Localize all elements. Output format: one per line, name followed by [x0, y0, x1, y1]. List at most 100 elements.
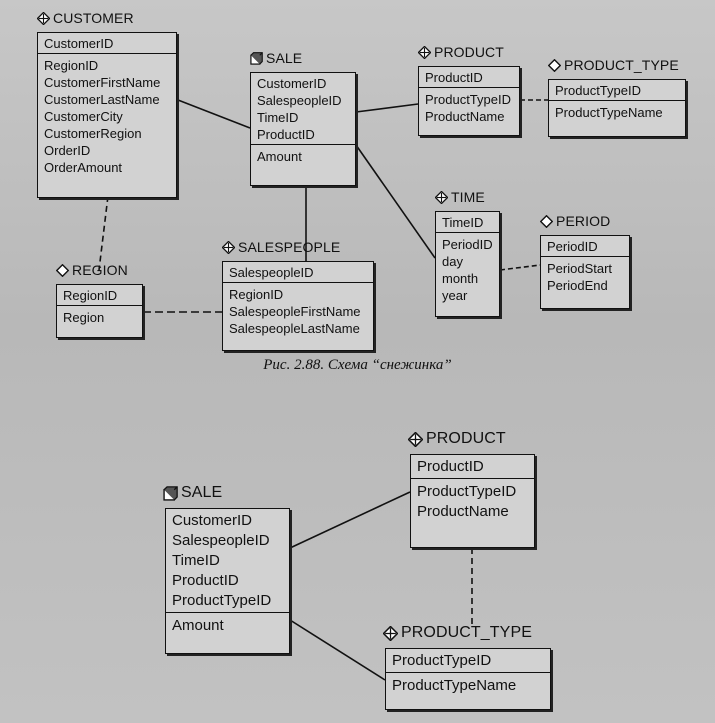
primary-key-section: ProductTypeID [549, 80, 685, 101]
key-attribute: TimeID [172, 552, 220, 569]
key-attribute: CustomerID [257, 76, 327, 91]
entity-product[interactable]: PRODUCT ProductID ProductTypeID ProductName [417, 44, 520, 136]
key-attribute: SalespeopleID [229, 265, 314, 280]
attribute: CustomerRegion [44, 126, 142, 141]
attribute-section: Amount [251, 145, 355, 169]
primary-key-section: ProductID [419, 67, 519, 88]
diamond-icon [36, 11, 51, 25]
entity-name: PRODUCT_TYPE [564, 57, 679, 73]
key-attribute: PeriodID [547, 239, 598, 254]
attribute-section: ProductTypeName [549, 101, 685, 125]
circle-icon [55, 263, 70, 277]
rel-time-period [499, 264, 541, 271]
rel-customer-sale [177, 99, 251, 129]
entity-box: RegionID Region [56, 284, 143, 338]
attribute: ProductTypeID [425, 92, 511, 107]
attribute: OrderAmount [44, 160, 123, 175]
entity-name: SALE [266, 50, 303, 66]
entity-title: PRODUCT_TYPE [382, 624, 532, 642]
entity-product-type[interactable]: PRODUCT_TYPE ProductTypeID ProductTypeName [547, 57, 686, 137]
entity-name: PERIOD [556, 213, 611, 229]
attribute: ProductName [425, 109, 505, 124]
entity-title: SALESPEOPLE [221, 239, 340, 255]
attribute: PeriodID [442, 237, 493, 252]
key-attribute: ProductID [257, 127, 315, 142]
attribute: SalespeopleFirstName [229, 304, 361, 319]
primary-key-section: PeriodID [541, 236, 629, 257]
attribute: Region [63, 310, 105, 325]
attribute: SalespeopleLastName [229, 321, 360, 336]
figure-caption: Рис. 2.88. Схема “снежинка” [263, 357, 452, 373]
attribute: ProductTypeName [392, 677, 517, 694]
diamond-icon [417, 45, 432, 59]
primary-key-section: TimeID [436, 212, 499, 233]
primary-key-section: SalespeopleID [223, 262, 373, 283]
entity-name: PRODUCT_TYPE [401, 624, 532, 641]
entity-region[interactable]: REGION RegionID Region [55, 262, 143, 338]
key-attribute: TimeID [442, 215, 484, 230]
entity-time[interactable]: TIME TimeID PeriodID day month year [434, 189, 500, 317]
primary-key-section: ProductID [411, 455, 534, 479]
attribute: OrderID [44, 143, 91, 158]
primary-key-section: CustomerID [38, 33, 176, 54]
attribute: Amount [257, 149, 302, 164]
key-attribute: CustomerID [44, 36, 114, 51]
rel-customer-region [98, 195, 109, 271]
diamond-icon [382, 624, 399, 642]
key-attribute: ProductTypeID [172, 592, 272, 609]
attribute: CustomerLastName [44, 92, 160, 107]
entity-box: ProductID ProductTypeID ProductName [418, 66, 520, 136]
cube-icon [163, 485, 178, 501]
entity-title: PERIOD [539, 213, 611, 229]
entity-title: SALE [250, 50, 302, 66]
attribute: year [442, 288, 468, 303]
entity-name: TIME [451, 189, 485, 205]
attribute: PeriodEnd [547, 278, 608, 293]
rel-sale-time [355, 144, 436, 259]
entity-title: SALE [163, 484, 222, 502]
entity-box: TimeID PeriodID day month year [435, 211, 500, 317]
key-attribute: ProductID [425, 70, 483, 85]
diamond-icon [407, 430, 424, 448]
attribute: ProductTypeName [555, 105, 663, 120]
diamond-icon [221, 240, 236, 254]
entity-name: CUSTOMER [53, 10, 134, 26]
key-attribute: TimeID [257, 110, 299, 125]
attribute-section: ProductTypeID ProductName [419, 88, 519, 129]
attribute-section: Amount [166, 613, 289, 640]
primary-key-section: RegionID [57, 285, 142, 306]
entity-name: REGION [72, 262, 128, 278]
attribute-section: PeriodID day month year [436, 233, 499, 308]
attribute: month [442, 271, 479, 286]
attribute: ProductTypeID [417, 483, 517, 500]
entity-title: PRODUCT_TYPE [547, 57, 679, 73]
key-attribute: RegionID [63, 288, 118, 303]
entity-title: PRODUCT [407, 430, 506, 448]
attribute: day [442, 254, 463, 269]
rel-sale-product [355, 103, 419, 113]
circle-icon [539, 214, 554, 228]
entity-title: PRODUCT [417, 44, 504, 60]
entity-name: SALE [181, 484, 223, 501]
key-attribute: SalespeopleID [172, 532, 270, 549]
entity-box: ProductTypeID ProductTypeName [548, 79, 686, 137]
attribute: CustomerFirstName [44, 75, 161, 90]
entity-title: REGION [55, 262, 128, 278]
